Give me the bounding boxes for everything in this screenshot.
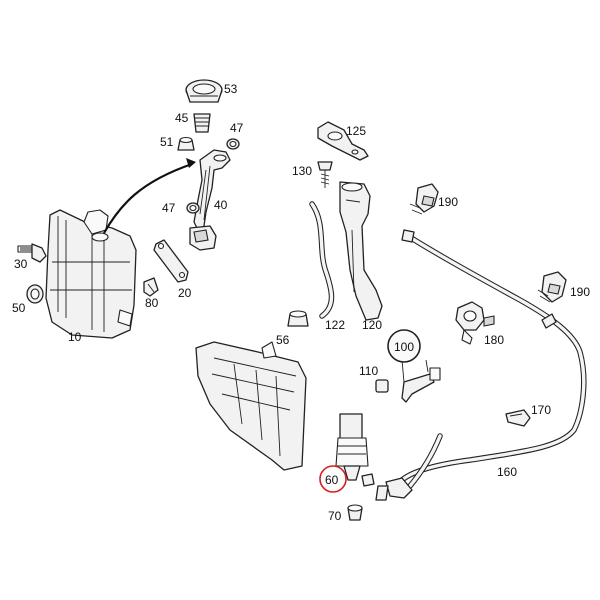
screw-130	[317, 161, 333, 188]
clip-80	[143, 277, 159, 297]
label-47-mid: 47	[162, 201, 176, 215]
label-190-top: 190	[438, 195, 458, 209]
label-30: 30	[14, 257, 28, 271]
label-80: 80	[145, 296, 159, 310]
o-ring-47b	[186, 202, 200, 214]
label-56: 56	[276, 333, 290, 347]
filler-neck-40	[189, 149, 231, 251]
grommet-50	[26, 284, 44, 304]
bolt-30	[17, 243, 47, 263]
filler-neck-arrow	[103, 162, 193, 234]
label-190-right: 190	[570, 285, 590, 299]
label-40: 40	[214, 198, 228, 212]
label-53: 53	[224, 82, 238, 96]
label-120: 120	[362, 318, 382, 332]
filler-arrow-head	[186, 158, 196, 168]
cap-53	[185, 79, 223, 103]
label-50: 50	[12, 301, 26, 315]
label-51: 51	[160, 135, 174, 149]
clip-190a	[409, 183, 439, 215]
seal-45	[193, 113, 211, 133]
hose-122	[309, 201, 335, 319]
label-122: 122	[325, 318, 345, 332]
label-60: 60	[325, 473, 339, 487]
splash-shield	[195, 341, 307, 471]
callout-circle-100	[387, 329, 421, 363]
grommet-70	[347, 504, 363, 521]
hose-line-160	[375, 229, 587, 501]
label-130: 130	[292, 164, 312, 178]
label-125: 125	[346, 124, 366, 138]
filler-pipe-120	[339, 181, 383, 321]
clip-170	[505, 409, 531, 427]
label-47-top: 47	[230, 121, 244, 135]
grommet-56	[287, 310, 309, 327]
washer-pump-60	[335, 413, 375, 487]
label-170: 170	[531, 403, 551, 417]
label-45: 45	[175, 111, 189, 125]
clip-190b	[537, 271, 567, 303]
label-20: 20	[178, 286, 192, 300]
grommet-51	[177, 136, 195, 151]
seal-plate-125	[317, 121, 369, 161]
clip-180	[455, 301, 495, 345]
washer-reservoir	[45, 209, 137, 339]
connector-set-100	[375, 359, 441, 403]
bracket-20	[153, 239, 189, 283]
label-70: 70	[328, 509, 342, 523]
label-100: 100	[394, 340, 414, 354]
label-110: 110	[359, 364, 378, 378]
highlight-circle	[319, 465, 347, 493]
label-160: 160	[497, 465, 517, 479]
o-ring-47a	[226, 138, 240, 150]
label-180: 180	[484, 333, 504, 347]
label-10: 10	[68, 330, 82, 344]
